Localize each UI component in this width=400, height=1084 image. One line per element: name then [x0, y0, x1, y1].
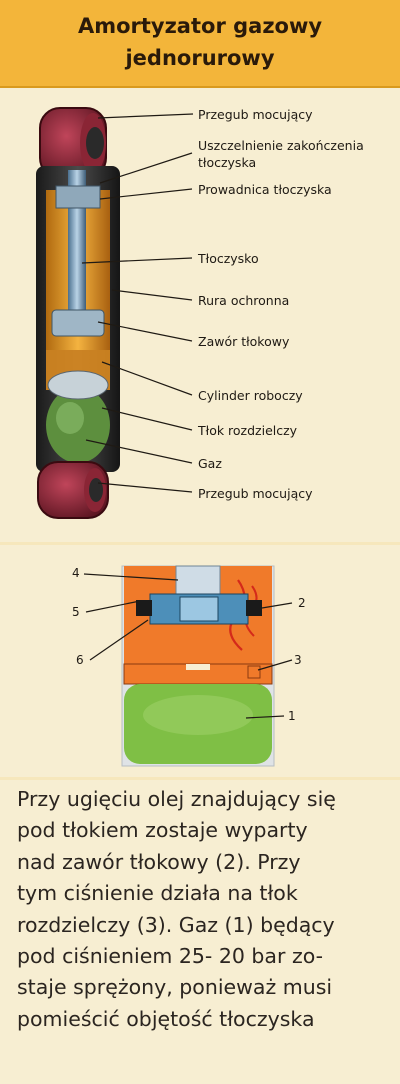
description-line-7: staje sprężony, ponieważ musi: [17, 975, 333, 1000]
callout-5: 5: [72, 605, 80, 619]
label-bottom-mount: Przegub mocujący: [198, 486, 313, 501]
description-line-8: pomieścić objętość tłoczyska: [17, 1006, 315, 1031]
label-rod-seal-1: Uszczelnienie zakończenia: [198, 138, 364, 153]
description-line-4: tym ciśnienie działa na tłok: [17, 881, 298, 906]
schematic-leaders: [83, 573, 293, 719]
callout-3: 3: [294, 653, 302, 667]
label-gas: Gaz: [198, 456, 222, 471]
label-rod-guide: Prowadnica tłoczyska: [198, 182, 332, 197]
leader-lines: [81, 113, 194, 493]
divider-2: [0, 777, 400, 780]
label-protective-tube: Rura ochronna: [198, 293, 290, 308]
divider-1: [0, 542, 400, 545]
callout-6: 6: [76, 653, 84, 667]
callout-1: 1: [288, 709, 296, 723]
title-line-2: jednorurowy: [125, 46, 275, 70]
schematic-rod: [175, 565, 221, 597]
description-line-2: pod tłokiem zostaje wyparty: [17, 818, 308, 843]
callout-2: 2: [298, 596, 306, 610]
label-separating-piston: Tłok rozdzielczy: [198, 423, 298, 438]
title-line-1: Amortyzator gazowy: [77, 14, 323, 38]
description-line-5: rozdzielczy (3). Gaz (1) będący: [17, 912, 335, 937]
separating-piston: [47, 370, 109, 400]
description-line-3: nad zawór tłokowy (2). Przy: [17, 849, 301, 874]
description-line-1: Przy ugięciu olej znajdujący się: [17, 787, 336, 811]
description-line-6: pod ciśnieniem 25- 20 bar zo-: [17, 944, 324, 969]
description: Przy ugięciu olej znajdujący się pod tło…: [17, 784, 387, 1035]
label-piston-rod: Tłoczysko: [198, 251, 259, 266]
label-piston-valve: Zawór tłokowy: [198, 334, 290, 349]
bottom-mount: [37, 461, 109, 519]
title-banner: Amortyzator gazowy jednorurowy: [0, 0, 400, 88]
callout-4: 4: [72, 566, 80, 580]
top-mount: [39, 107, 107, 179]
label-working-cylinder: Cylinder roboczy: [198, 388, 303, 403]
label-rod-seal-2: tłoczyska: [198, 155, 257, 170]
label-top-mount: Przegub mocujący: [198, 107, 313, 122]
